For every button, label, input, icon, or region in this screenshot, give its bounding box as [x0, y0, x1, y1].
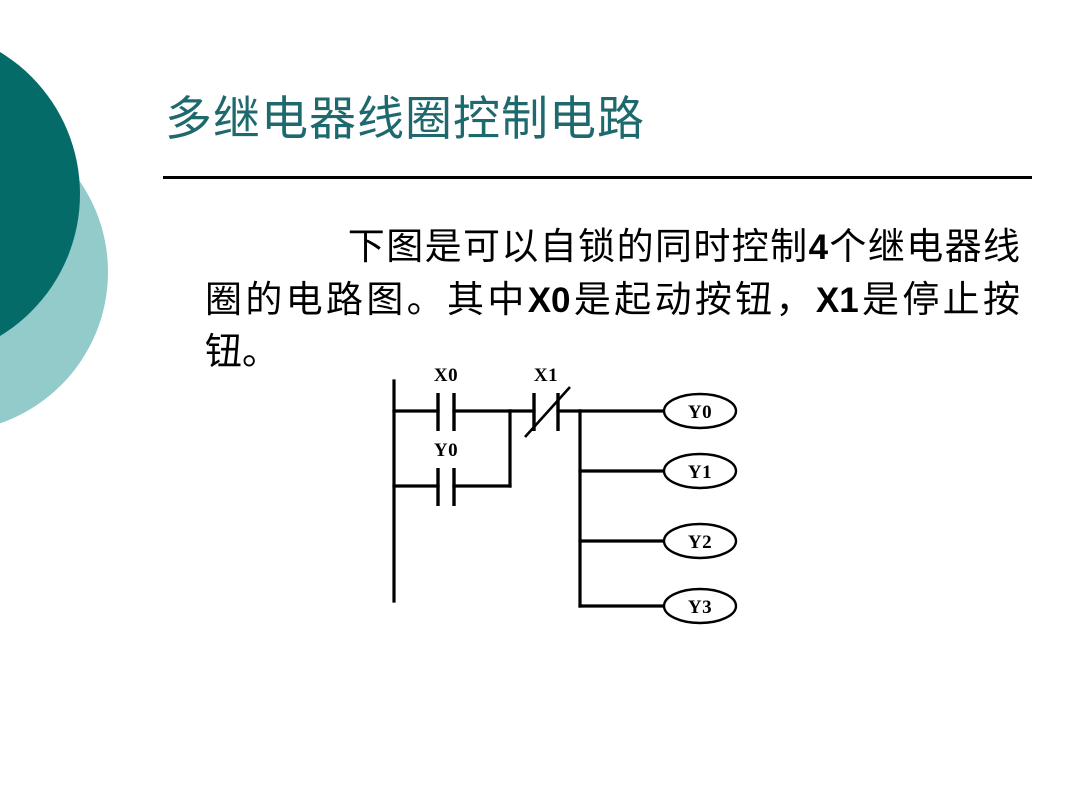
contact-x1-label: X1: [534, 365, 558, 386]
contact-x0-label: X0: [434, 365, 458, 386]
title-divider-rule: [163, 176, 1032, 179]
contact-x1-nc-slash: [524, 386, 571, 438]
coil-y3-shape: [662, 587, 738, 625]
coil-y3-label: Y3: [688, 597, 712, 618]
coil-y2-label: Y2: [688, 532, 712, 553]
body-segment-3: 个继电器线圈的电路图。其中: [205, 227, 1021, 321]
ladder-logic-diagram: X0 Y0 X1: [370, 355, 770, 635]
contact-y0-label: Y0: [434, 440, 458, 461]
coil-y0-shape: [662, 392, 738, 430]
slide-title: 多继电器线圈控制电路: [165, 94, 645, 146]
coil-y1-label: Y1: [688, 462, 712, 483]
body-segment-x1: X1: [815, 280, 859, 320]
body-segment-count: 4: [808, 228, 829, 267]
coil-y1-shape: [662, 452, 738, 490]
slide-body-text: 下图是可以自锁的同时控制4个继电器线圈的电路图。其中X0是起动按钮，X1是停止按…: [205, 222, 1020, 380]
body-segment-5: 是起动按钮，: [570, 279, 816, 321]
coil-y2-shape: [662, 522, 738, 560]
body-segment-7: 是停止按钮。: [205, 279, 1021, 374]
body-segment-1: 下图是可以自锁的同时控制: [271, 227, 809, 268]
body-segment-x0: X0: [527, 280, 571, 320]
coil-y0-label: Y0: [688, 402, 712, 423]
ladder-diagram-svg: X0 Y0 X1: [392, 365, 738, 625]
